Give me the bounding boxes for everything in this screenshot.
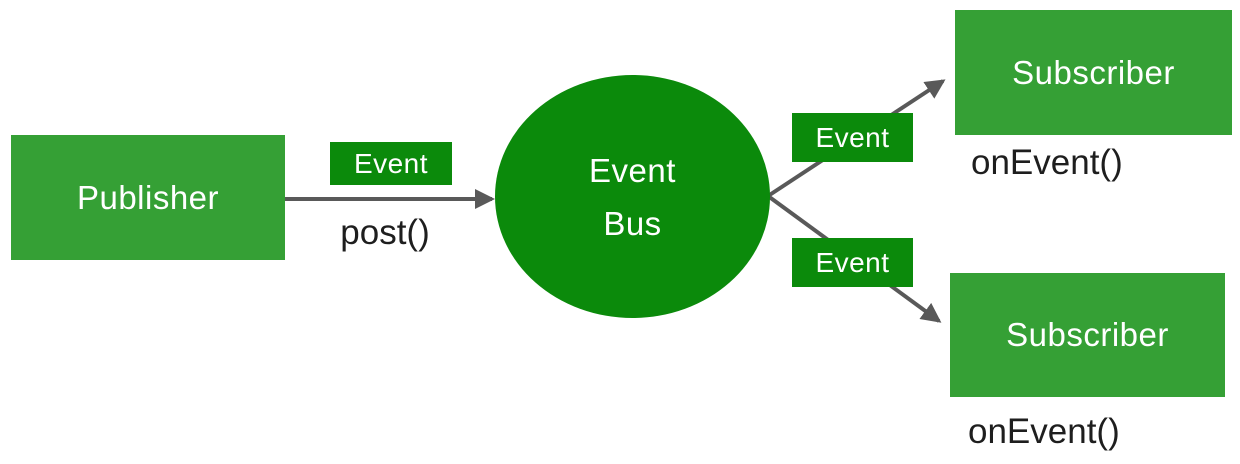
subscriber-1-label: Subscriber (1012, 53, 1175, 91)
publisher-label: Publisher (76, 178, 220, 216)
onevent-method-label-2: onEvent() (968, 412, 1120, 451)
event-tag-subscriber-2-label: Event (815, 246, 890, 278)
event-tag-subscriber-1-label: Event (815, 121, 890, 153)
event-bus-label-line2: Bus (603, 204, 662, 242)
event-tag-subscriber-1: Event (792, 113, 913, 162)
event-tag-publish: Event (330, 142, 452, 185)
subscriber-2-label: Subscriber (1006, 316, 1169, 353)
subscriber-box-2: Subscriber (950, 273, 1225, 397)
onevent-method-label-1: onEvent() (971, 143, 1123, 182)
event-tag-subscriber-2: Event (792, 238, 913, 287)
publisher-box: Publisher (11, 135, 285, 260)
subscriber-box-1: Subscriber (955, 10, 1232, 135)
event-bus-circle: Event Bus (495, 75, 770, 318)
post-method-label: post() (340, 213, 430, 252)
event-bus-label-line1: Event (589, 151, 676, 189)
event-tag-publish-label: Event (353, 147, 429, 179)
